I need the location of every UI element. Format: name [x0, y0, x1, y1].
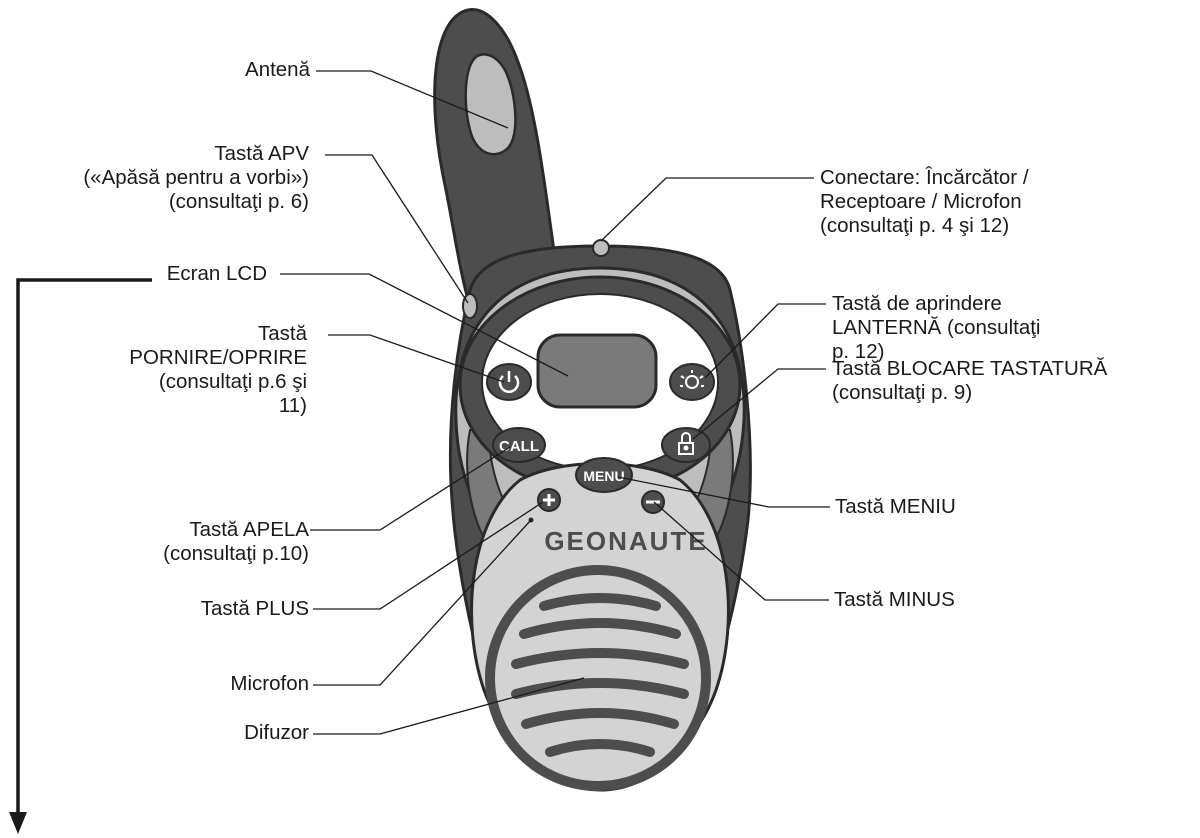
- label-menu: Tastă MENIU: [835, 495, 956, 519]
- menu-button: MENU: [576, 458, 632, 492]
- label-connector-line: Conectare: Încărcător /: [820, 166, 1029, 190]
- speaker-grille: [490, 570, 706, 786]
- label-call-line: (consultaţi p.10): [163, 542, 309, 566]
- call-button: CALL: [493, 428, 545, 462]
- label-plus: Tastă PLUS: [201, 597, 309, 621]
- lcd-screen: [538, 335, 656, 407]
- keylock-button: [662, 428, 710, 462]
- label-keylock: Tastă BLOCARE TASTATURĂ (consultaţi p. 9…: [832, 357, 1107, 405]
- label-ptt-line: («Apăsă pentru a vorbi»): [83, 166, 309, 190]
- label-speaker-line: Difuzor: [244, 721, 309, 745]
- label-plus-line: Tastă PLUS: [201, 597, 309, 621]
- label-connector-line: (consultaţi p. 4 şi 12): [820, 214, 1029, 238]
- label-lcd-line: Ecran LCD: [167, 262, 267, 286]
- label-connector: Conectare: Încărcător / Receptoare / Mic…: [820, 166, 1029, 238]
- label-power: Tastă PORNIRE/OPRIRE (consultaţi p.6 şi …: [129, 322, 307, 418]
- label-minus-line: Tastă MINUS: [834, 588, 955, 612]
- label-flashlight-line: LANTERNĂ (consultaţi: [832, 316, 1040, 340]
- power-button: [487, 364, 531, 400]
- label-menu-line: Tastă MENIU: [835, 495, 956, 519]
- label-power-line: PORNIRE/OPRIRE: [129, 346, 307, 370]
- label-antenna: Antenă: [245, 58, 310, 82]
- label-ptt-line: (consultaţi p. 6): [83, 190, 309, 214]
- label-call: Tastă APELA (consultaţi p.10): [163, 518, 309, 566]
- label-microphone-line: Microfon: [230, 672, 309, 696]
- label-ptt-line: Tastă APV: [83, 142, 309, 166]
- brand-logo: GEONAUTE: [544, 526, 707, 556]
- label-flashlight: Tastă de aprindere LANTERNĂ (consultaţi …: [832, 292, 1040, 364]
- label-keylock-line: Tastă BLOCARE TASTATURĂ: [832, 357, 1107, 381]
- minus-button: [642, 491, 664, 513]
- label-connector-line: Receptoare / Microfon: [820, 190, 1029, 214]
- label-flashlight-line: Tastă de aprindere: [832, 292, 1040, 316]
- label-call-line: Tastă APELA: [163, 518, 309, 542]
- call-button-label: CALL: [499, 438, 539, 455]
- label-speaker: Difuzor: [244, 721, 309, 745]
- label-lcd: Ecran LCD: [167, 262, 267, 286]
- label-antenna-line: Antenă: [245, 58, 310, 82]
- leader-connector: [601, 178, 814, 241]
- connector-port: [593, 240, 609, 256]
- flashlight-button: [670, 364, 714, 400]
- label-ptt: Tastă APV («Apăsă pentru a vorbi») (cons…: [83, 142, 309, 214]
- label-keylock-line: (consultaţi p. 9): [832, 381, 1107, 405]
- plus-button: [538, 489, 560, 511]
- label-power-line: (consultaţi p.6 şi: [129, 370, 307, 394]
- menu-button-label: MENU: [583, 468, 624, 484]
- label-power-line: Tastă: [129, 322, 307, 346]
- label-minus: Tastă MINUS: [834, 588, 955, 612]
- label-power-line: 11): [129, 394, 307, 418]
- label-microphone: Microfon: [230, 672, 309, 696]
